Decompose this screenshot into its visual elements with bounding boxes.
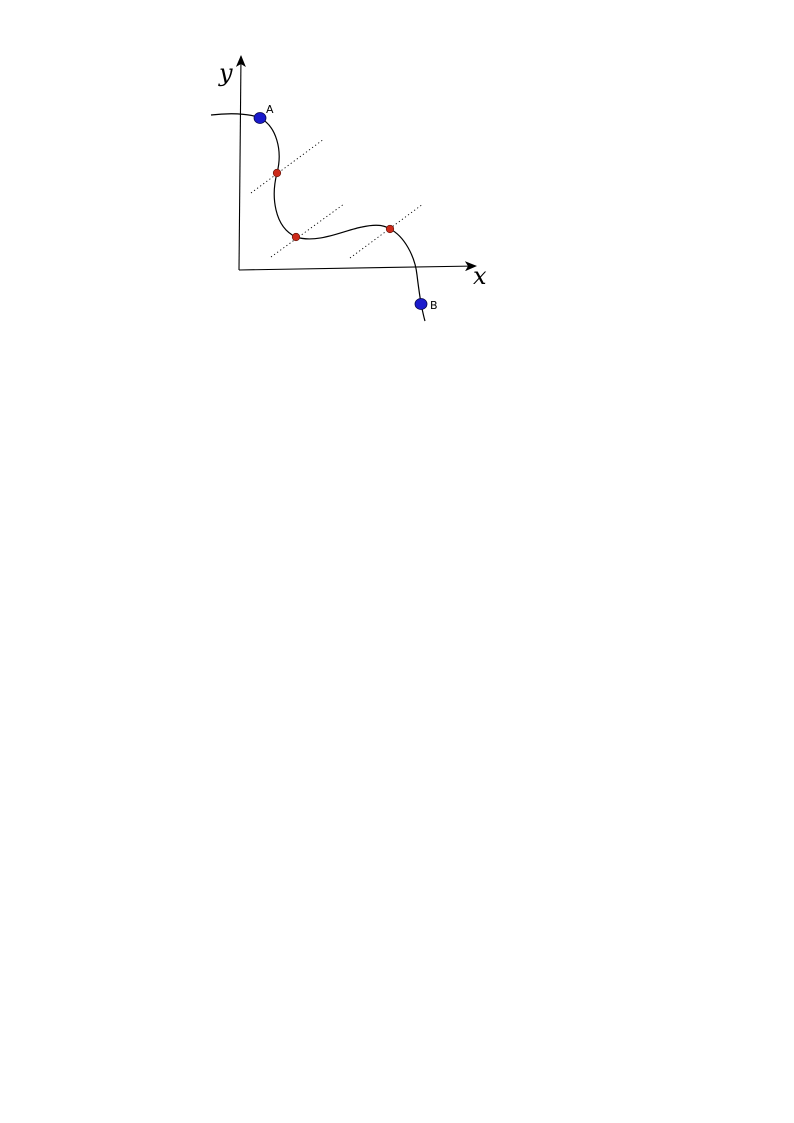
y-axis-label: y: [218, 59, 233, 87]
guide-lines: [250, 138, 424, 259]
endpoint-marker: [414, 298, 428, 310]
x-axis-label: x: [473, 262, 487, 290]
endpoint-a: A: [253, 103, 274, 124]
endpoint-marker: [253, 112, 267, 124]
intersection-point: [291, 232, 301, 242]
curve-path: [210, 113, 426, 322]
intersection-points: [272, 168, 395, 242]
endpoint-b: B: [414, 298, 438, 312]
guide-line: [270, 203, 345, 258]
intersection-point: [385, 224, 395, 234]
endpoint-label-b: B: [430, 299, 438, 312]
y-axis: [235, 55, 246, 271]
axes: y x: [218, 55, 487, 290]
x-axis: [238, 261, 477, 272]
endpoint-label-a: A: [266, 103, 274, 116]
guide-line: [250, 138, 325, 194]
intersection-point: [272, 168, 282, 178]
